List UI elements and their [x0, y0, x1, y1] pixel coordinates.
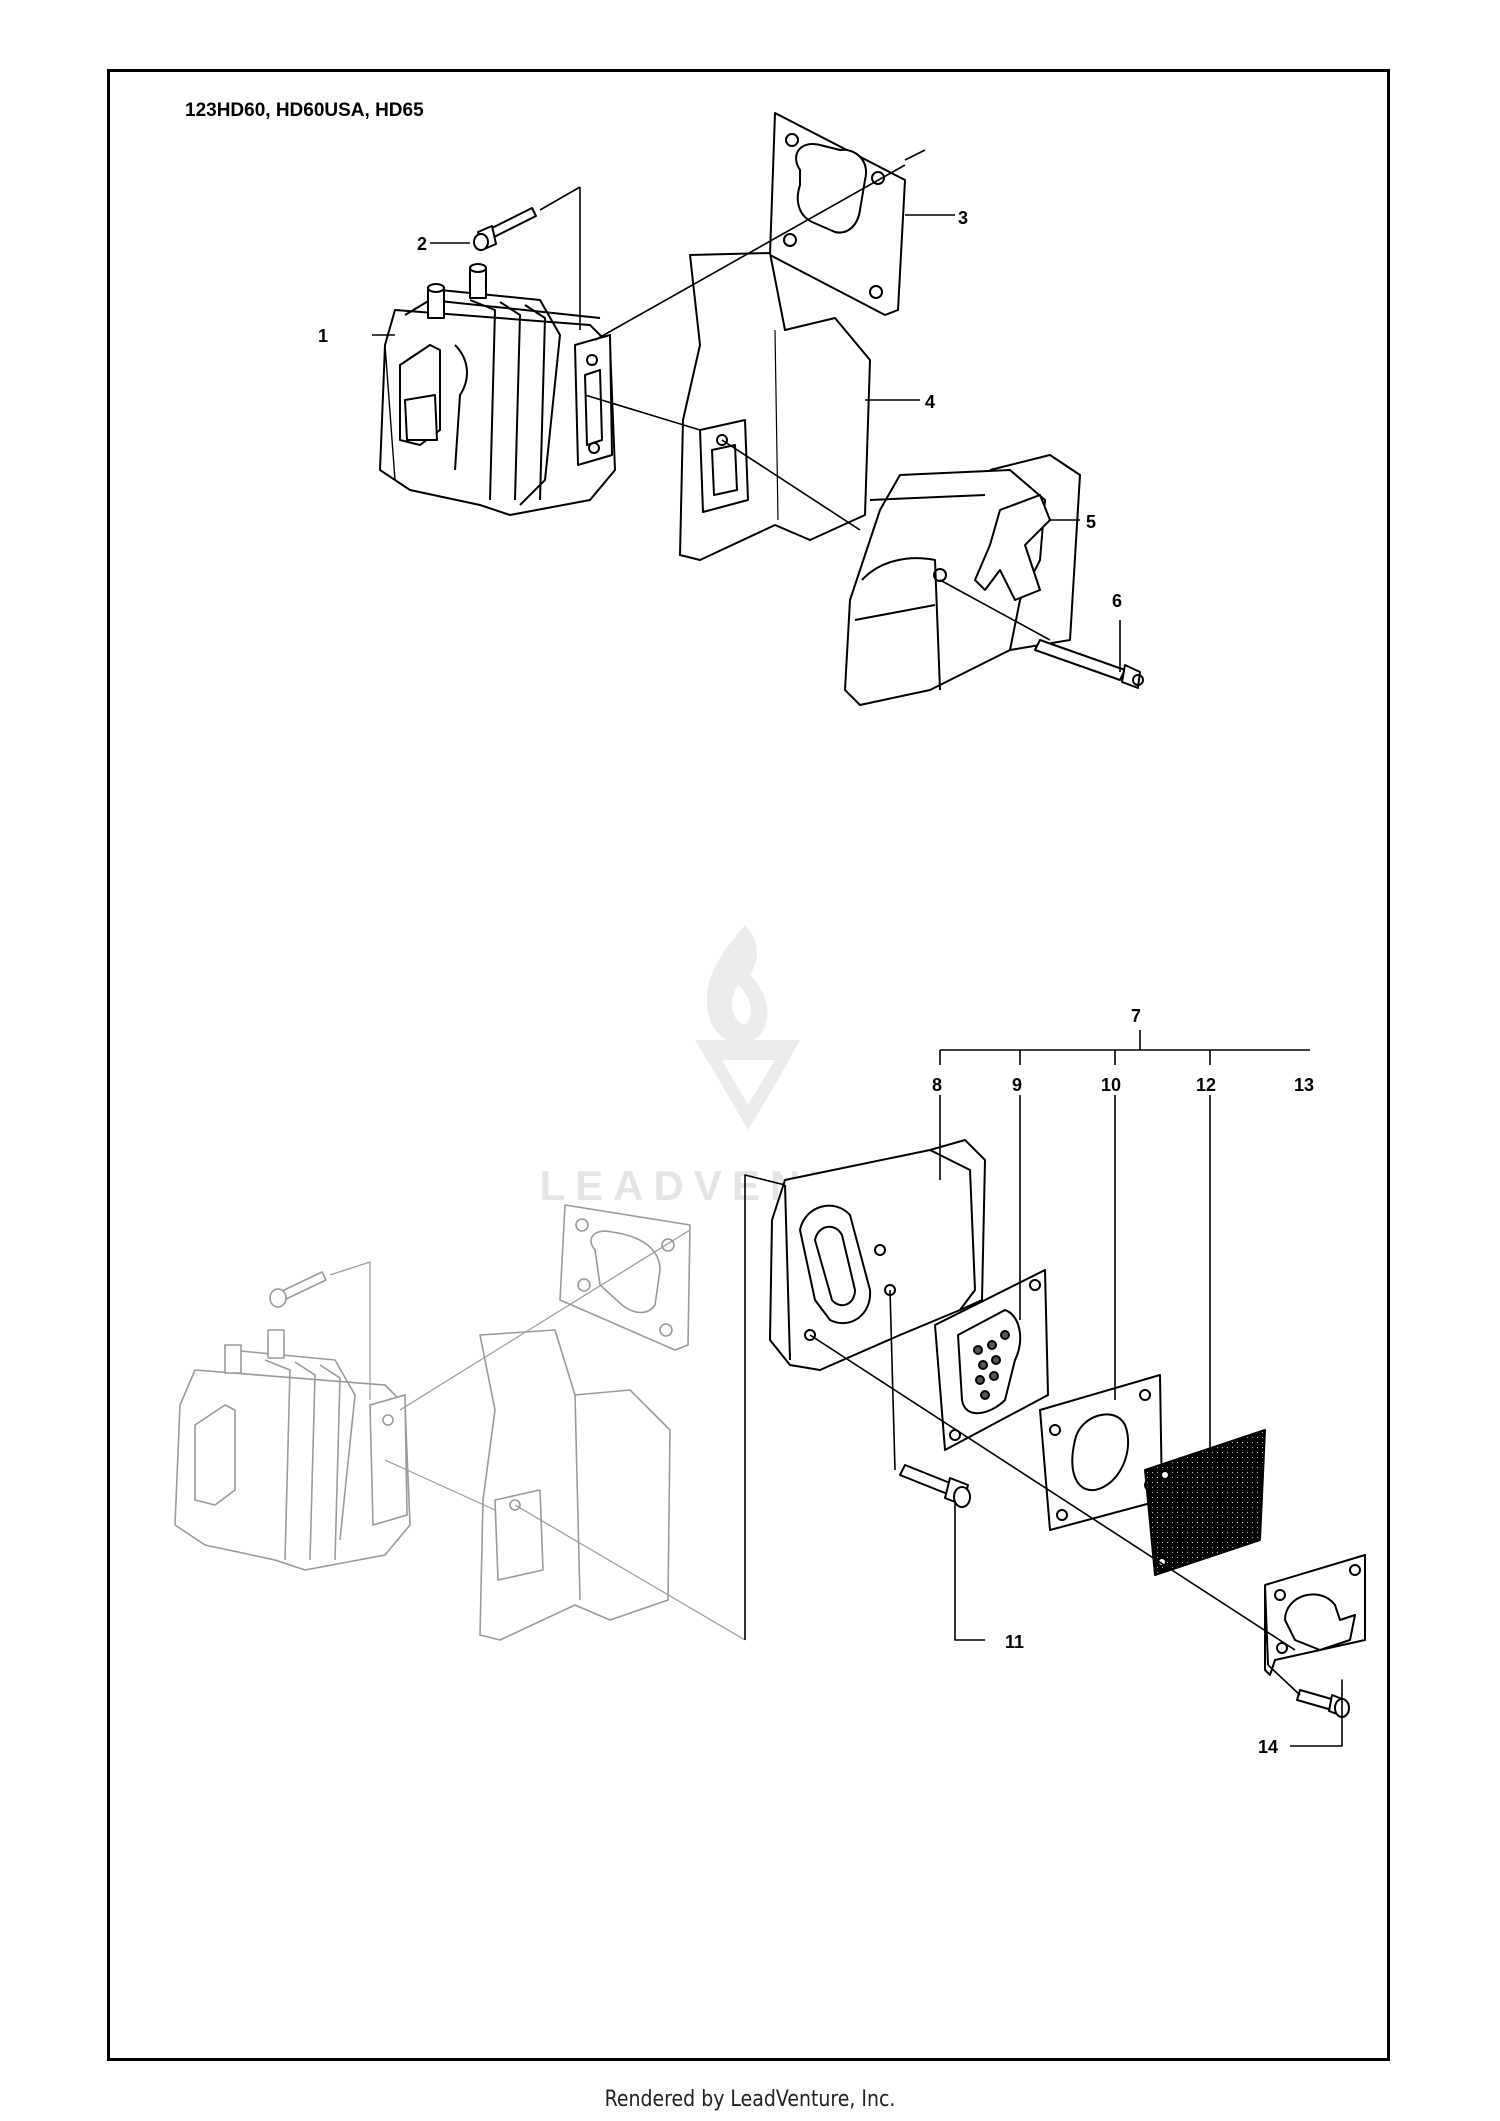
top-assembly: [372, 112, 1144, 706]
ref-screw: [269, 1271, 327, 1308]
ref-cylinder: [174, 1329, 411, 1571]
part-4-heat-shield: [679, 252, 871, 561]
part-10-gasket: [1039, 1374, 1163, 1531]
part-8-muffler-body: [769, 1139, 986, 1371]
callout-labels: 2 1 3 4 5 6 7 8 9 10 12 13 11 14: [318, 208, 1314, 1757]
watermark-logo: [695, 925, 800, 1130]
callout-4: 4: [925, 392, 935, 412]
model-title: 123HD60, HD60USA, HD65: [185, 100, 424, 121]
callout-9: 9: [1012, 1075, 1022, 1095]
part-13-cover: [1264, 1554, 1366, 1676]
part-11-bolt: [899, 1464, 971, 1508]
callout-2: 2: [417, 234, 427, 254]
part-12-spark-screen: [1144, 1429, 1266, 1576]
top-leader-lines: [372, 149, 1121, 672]
callout-1: 1: [318, 326, 328, 346]
callout-12: 12: [1196, 1075, 1216, 1095]
part-6-bolt: [1034, 639, 1144, 689]
callout-6: 6: [1112, 591, 1122, 611]
kit-bracket-lines: [744, 1030, 1343, 1747]
part-2-screw: [473, 207, 537, 251]
callout-7: 7: [1131, 1006, 1141, 1026]
ref-gasket: [559, 1204, 691, 1351]
part-5-muffler: [844, 454, 1081, 706]
callout-11: 11: [1005, 1632, 1024, 1652]
callout-8: 8: [932, 1075, 942, 1095]
part-3-gasket: [769, 112, 906, 316]
drawing-frame: [107, 69, 1390, 2061]
callout-13: 13: [1294, 1075, 1314, 1095]
callout-5: 5: [1086, 512, 1096, 532]
part-1-cylinder: [379, 263, 616, 516]
ref-heat-shield: [479, 1329, 671, 1641]
callout-3: 3: [958, 208, 968, 228]
bottom-muffler-kit: [744, 1030, 1366, 1747]
footer-credit: Rendered by LeadVenture, Inc.: [604, 2087, 896, 2112]
bottom-reference-parts: [174, 1204, 746, 1641]
callout-14: 14: [1258, 1737, 1278, 1757]
callout-10: 10: [1101, 1075, 1121, 1095]
ref-lines: [329, 1229, 746, 1641]
